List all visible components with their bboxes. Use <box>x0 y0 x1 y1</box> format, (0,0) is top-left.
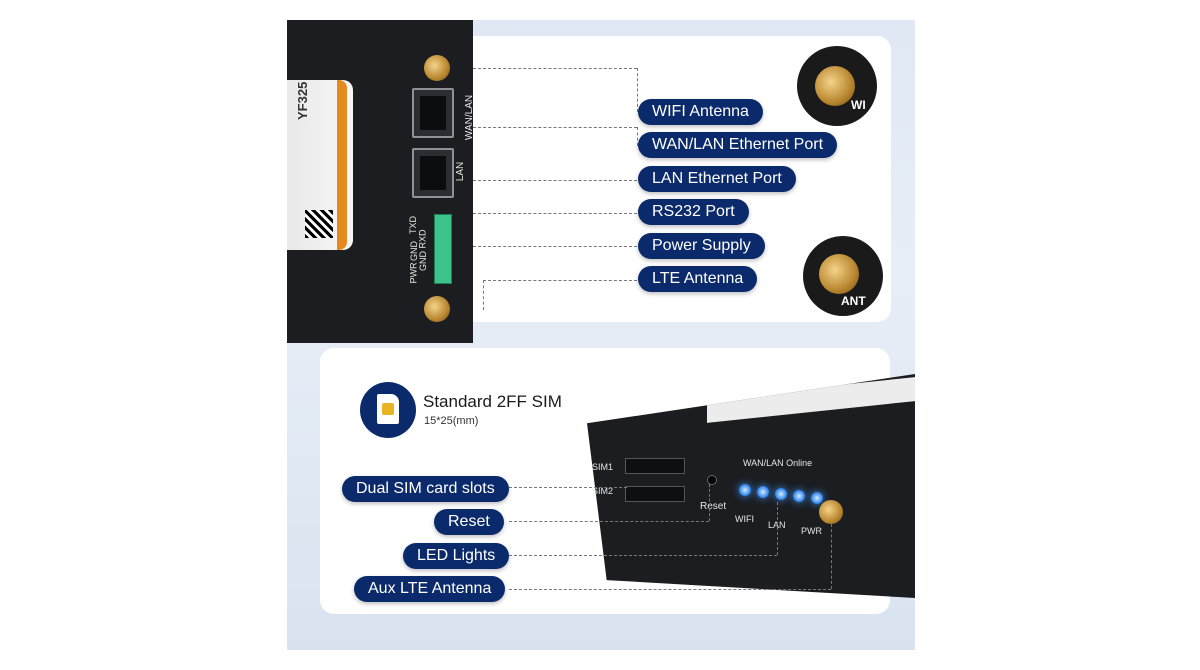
wifi-led-label: WIFI <box>735 514 754 524</box>
leader-lte <box>483 280 637 281</box>
lte-antenna-connector-icon <box>424 296 450 322</box>
lte-connector-closeup-icon <box>819 254 859 294</box>
leader-dual-sim <box>509 487 627 488</box>
lan-ethernet-port <box>412 148 454 198</box>
wifi-closeup-label: WI <box>851 98 866 112</box>
sim1-slot <box>625 458 685 474</box>
gnd-label-2: GND <box>418 251 428 271</box>
lan-port-label: LAN <box>455 161 467 182</box>
callout-led-lights: LED Lights <box>403 543 510 569</box>
callout-lan-port: LAN Ethernet Port <box>638 166 796 192</box>
reset-label: Reset <box>700 501 727 512</box>
wifi-antenna-connector-icon <box>424 55 450 81</box>
leader-led-v <box>777 502 778 555</box>
wan-lan-port-label: WAN/LAN <box>464 94 476 141</box>
leader-aux-lte <box>509 589 831 590</box>
lte-closeup-label: ANT <box>841 294 866 308</box>
leader-rs232 <box>473 213 637 214</box>
callout-lte-antenna: LTE Antenna <box>638 266 758 292</box>
lan-led-label: LAN <box>768 520 786 530</box>
wifi-antenna-closeup: WI <box>797 46 877 126</box>
sim-icon-circle <box>360 382 416 438</box>
callout-reset: Reset <box>434 509 504 535</box>
leader-reset-v <box>709 484 710 521</box>
leader-lte-v <box>483 280 484 310</box>
qr-code <box>305 210 333 238</box>
wan-lan-ethernet-port <box>412 88 454 138</box>
callout-dual-sim-slots: Dual SIM card slots <box>342 476 509 502</box>
txd-label: TXD <box>408 216 418 234</box>
callout-rs232-port: RS232 Port <box>638 199 749 225</box>
router-side-view: YF325 WAN/LAN LAN TXD RXD GND GND PWR <box>287 20 476 343</box>
callout-wifi-antenna: WIFI Antenna <box>638 99 763 125</box>
leader-wifi <box>473 68 637 69</box>
pwr-label: PWR <box>408 262 419 284</box>
lan-led <box>775 488 787 500</box>
callout-aux-lte-antenna: Aux LTE Antenna <box>354 576 506 602</box>
pwr-led-label: PWR <box>801 526 822 536</box>
online-led <box>793 490 805 502</box>
leader-power <box>473 246 637 247</box>
leader-led <box>509 555 777 556</box>
lte-antenna-closeup: ANT <box>803 236 883 316</box>
wan-lan-led <box>757 486 769 498</box>
leader-wan <box>473 127 637 128</box>
leader-lan <box>473 180 637 181</box>
leader-aux-lte-v <box>831 524 832 589</box>
pwr-led <box>811 492 823 504</box>
model-label: YF325 <box>295 81 310 120</box>
rxd-label: RXD <box>417 229 428 249</box>
leader-reset <box>509 521 709 522</box>
sim-title: Standard 2FF SIM <box>423 392 562 411</box>
sim1-label: SIM1 <box>592 462 614 472</box>
leader-wan-v <box>637 127 638 146</box>
reset-button-hole <box>707 475 717 485</box>
leader-wifi-v <box>637 68 638 112</box>
aux-lte-antenna-connector-icon <box>819 500 843 524</box>
sim-card-icon <box>377 394 399 424</box>
callout-wan-lan-port: WAN/LAN Ethernet Port <box>638 132 838 158</box>
sim2-label: SIM2 <box>592 486 614 496</box>
wifi-led <box>739 484 751 496</box>
callout-power-supply: Power Supply <box>638 233 765 259</box>
orange-stripe <box>337 80 347 250</box>
wan-lan-online-label: WAN/LAN Online <box>743 458 813 468</box>
sim2-slot <box>625 486 685 502</box>
sim-size: 15*25(mm) <box>424 415 479 427</box>
terminal-block <box>434 214 452 284</box>
product-image-canvas: YF325 WAN/LAN LAN TXD RXD GND GND PWR WI… <box>287 20 915 650</box>
wifi-connector-closeup-icon <box>815 66 855 106</box>
